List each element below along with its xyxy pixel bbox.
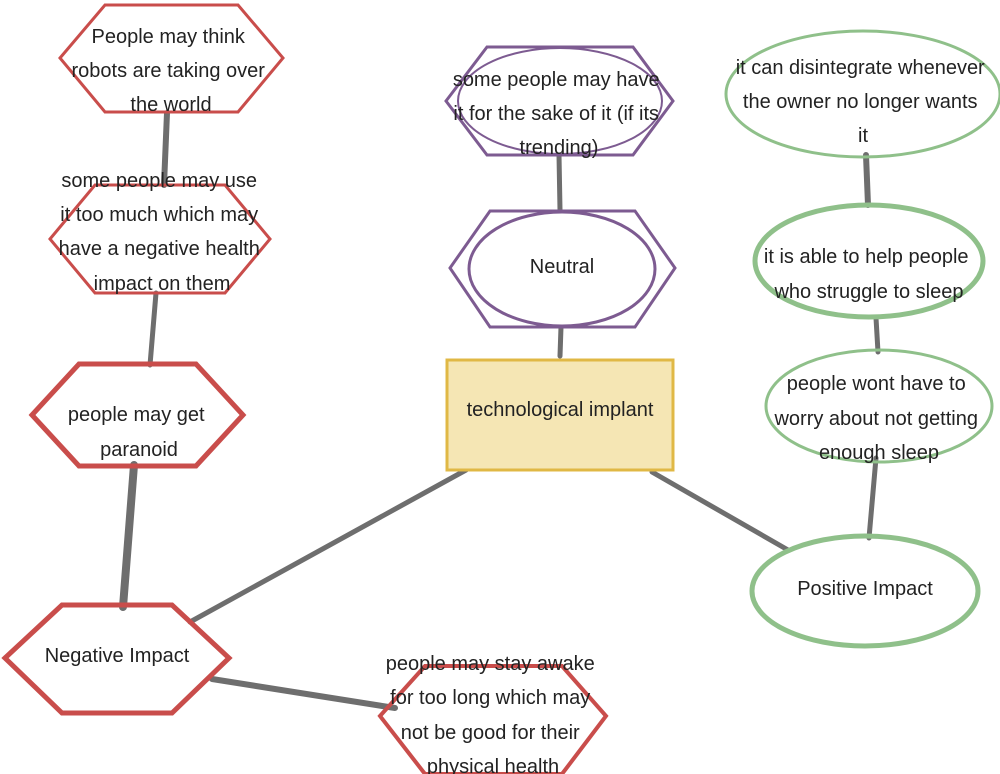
- hexagon-shape: [377, 664, 609, 774]
- node-text-line: worry about not getting: [773, 408, 977, 430]
- node-text: Positive Impact: [797, 578, 933, 600]
- node-use-too-much[interactable]: some people may use it too much which ma…: [48, 170, 272, 295]
- ellipse-shape: [749, 533, 981, 649]
- node-text-line: physical health: [427, 756, 559, 774]
- node-text: Neutral: [530, 256, 594, 278]
- node-people-think-robots[interactable]: People may think robots are taking over …: [58, 3, 285, 116]
- center-box: [445, 358, 675, 472]
- node-text: some people may use it too much which ma…: [59, 170, 266, 295]
- node-text-line: it is able to help people: [764, 246, 969, 268]
- ellipse-shape: [752, 202, 986, 320]
- node-text-line: people wont have to: [787, 373, 966, 395]
- node-text-line: paranoid: [100, 439, 178, 461]
- connector-positive-impact-to-wont-worry: [866, 455, 879, 541]
- node-text: some people may have it for the sake of …: [453, 69, 665, 159]
- node-paranoid[interactable]: people may get paranoid: [28, 361, 247, 469]
- connector-neutral-to-trending: [556, 152, 563, 213]
- node-technological-implant[interactable]: technological implant: [445, 358, 675, 472]
- node-stay-awake[interactable]: people may stay awake for too long which…: [377, 653, 609, 774]
- node-text-line: impact on them: [94, 273, 231, 295]
- node-text-line: people may get: [68, 404, 205, 426]
- ellipse-shape: [724, 29, 1000, 159]
- connector-help-sleep-to-disintegrate: [863, 152, 871, 208]
- node-text: technological implant: [467, 399, 654, 421]
- node-trending[interactable]: some people may have it for the sake of …: [444, 45, 675, 159]
- connector-use-too-much-to-paranoid: [147, 290, 159, 368]
- ellipse-outline: [467, 210, 657, 328]
- node-text: Negative Impact: [45, 645, 190, 667]
- node-text-line: not be good for their: [401, 722, 580, 744]
- node-text: people may get paranoid: [68, 404, 210, 461]
- node-text-line: some people may have: [453, 69, 660, 91]
- ellipse-shape: [764, 348, 994, 464]
- hexagon-shape: [1, 602, 233, 716]
- node-text-line: have a negative health: [59, 238, 260, 260]
- node-disintegrate[interactable]: it can disintegrate whenever the owner n…: [724, 29, 1000, 159]
- connector-negative-impact-to-stay-awake: [209, 676, 398, 711]
- hexagon-shape: [28, 361, 247, 469]
- connector-negative-impact-to-center: [187, 467, 469, 625]
- node-wont-worry[interactable]: people wont have to worry about not gett…: [764, 348, 994, 464]
- connector-think-robots-to-use-too-much: [161, 110, 170, 188]
- node-text-line: who struggle to sleep: [773, 281, 963, 303]
- node-text-line: it for the sake of it (if its: [453, 103, 659, 125]
- node-text: it can disintegrate whenever the owner n…: [736, 57, 991, 147]
- node-text-line: the owner no longer wants: [743, 91, 978, 113]
- node-text: people wont have to worry about not gett…: [773, 373, 983, 464]
- node-text-line: robots are taking over: [72, 60, 266, 82]
- hexagon-shape: [448, 209, 677, 329]
- node-text-line: the world: [130, 94, 211, 116]
- node-text-line: for too long which may: [390, 687, 590, 709]
- node-text: it is able to help people who struggle t…: [764, 246, 974, 303]
- node-text-line: enough sleep: [819, 442, 939, 464]
- node-text-line: it too much which may: [60, 204, 258, 226]
- hexagon-shape: [48, 183, 272, 295]
- node-text-line: it: [858, 125, 868, 147]
- node-text-line: it can disintegrate whenever: [736, 57, 985, 79]
- connector-center-to-neutral: [557, 324, 564, 359]
- node-text: People may think robots are taking over …: [72, 26, 271, 116]
- node-text-line: People may think: [92, 26, 246, 48]
- connector-paranoid-to-negative-impact: [119, 461, 138, 611]
- node-text-line: people may stay awake: [386, 653, 595, 675]
- node-help-sleep[interactable]: it is able to help people who struggle t…: [752, 202, 986, 320]
- node-neutral[interactable]: Neutral: [448, 209, 677, 329]
- node-text: people may stay awake for too long which…: [386, 653, 601, 774]
- node-text-line: trending): [520, 137, 599, 159]
- hexagon-shape: [444, 45, 675, 157]
- hexagon-shape: [58, 3, 285, 114]
- node-positive-impact[interactable]: Positive Impact: [749, 533, 981, 649]
- ellipse-outline: [457, 47, 663, 155]
- node-text-line: some people may use: [61, 170, 257, 192]
- connector-center-to-positive-impact: [649, 469, 791, 553]
- node-negative-impact[interactable]: Negative Impact: [1, 602, 233, 716]
- connectors: [119, 110, 881, 711]
- connector-wont-worry-to-help-sleep: [873, 315, 881, 355]
